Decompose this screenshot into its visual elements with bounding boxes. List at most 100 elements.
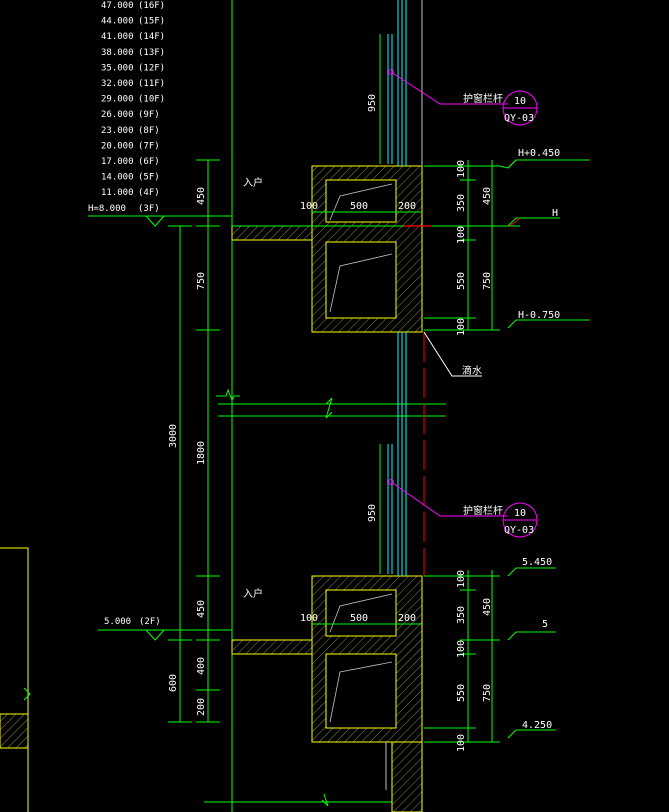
right-dim-450-lower: 450	[482, 598, 493, 616]
right-dim-750-lower: 750	[482, 684, 493, 702]
level-table-floor: (7F)	[138, 141, 160, 151]
right-dim-550-lower: 550	[456, 684, 467, 702]
dim-mid-gap: 1800	[196, 441, 207, 465]
break-zigzag-mid	[325, 397, 333, 419]
level-table-floor: (10F)	[138, 95, 165, 105]
detail-ref-number-upper: 10	[514, 96, 526, 107]
dim-lower-base: 200	[196, 698, 207, 716]
lower-dim-wall: 200	[398, 613, 416, 624]
upper-dim-slab: 100	[300, 201, 318, 212]
level-table-floor: (12F)	[138, 63, 165, 73]
elev-bottom-upper: H-0.750	[518, 310, 560, 321]
right-dim-450-upper: 450	[482, 187, 493, 205]
level-table-elev: 11.000	[101, 188, 134, 198]
dim-lower-below: 400	[196, 657, 207, 675]
right-dim-bottom-upper: 100	[456, 318, 467, 336]
level-table-elev: 47.000	[101, 1, 134, 11]
level-table-elev: 44.000	[101, 17, 134, 27]
elev-marker-mid-upper	[507, 217, 560, 227]
level-table-floor: (16F)	[138, 1, 165, 11]
level-table-elev: 26.000	[101, 110, 134, 120]
elev-mid-upper: H	[552, 208, 558, 219]
level-table-floor: (4F)	[138, 188, 160, 198]
level-3f-marker	[145, 215, 165, 227]
dim-upper-above: 450	[196, 187, 207, 205]
level-table-elev: 17.000	[101, 157, 134, 167]
railing-label-lower: 护窗栏杆	[463, 504, 503, 517]
level-table-floor: (14F)	[138, 32, 165, 42]
window-glass-mid	[387, 332, 407, 576]
level-table-floor: (5F)	[138, 173, 160, 183]
level-table-floor: (6F)	[138, 157, 160, 167]
railing-pointer-dot-upper	[388, 69, 394, 75]
elev-top-upper: H+0.450	[518, 148, 560, 159]
level-table-floor: (9F)	[138, 110, 160, 120]
elev-marker-bottom-lower	[507, 729, 556, 739]
right-dim-550-upper: 550	[456, 272, 467, 290]
level-table-floor: (8F)	[138, 126, 160, 136]
level-table-floor: (15F)	[138, 17, 165, 27]
right-dim-top-upper: 100	[456, 160, 467, 178]
elev-mid-red-tick	[509, 217, 521, 227]
upper-slab-assembly	[231, 165, 520, 333]
right-dim-bottom-lower: 100	[456, 734, 467, 752]
lower-dim-width: 500	[350, 613, 368, 624]
right-dim-slab-lower: 100	[456, 640, 467, 658]
railing-height-lower: 950	[367, 504, 378, 522]
entrance-label-lower: 入户	[243, 587, 263, 600]
level-table-elev: 38.000	[101, 48, 134, 58]
dim-storey: 3000	[168, 424, 179, 448]
dim-upper-below: 750	[196, 272, 207, 290]
elev-marker-bottom-upper	[507, 319, 590, 329]
level-table-elev: 20.000	[101, 141, 134, 151]
break-line-left	[216, 388, 240, 402]
break-zigzag-bottom	[321, 793, 329, 807]
drip-label: 滴水	[462, 364, 482, 377]
level-table-elev: H=8.000	[88, 204, 126, 214]
level-table-floor: (3F)	[138, 204, 160, 214]
window-glass-upper	[387, 0, 407, 166]
level-table-elev: 29.000	[101, 95, 134, 105]
level-2f-marker	[145, 629, 165, 641]
dim-lower-above: 450	[196, 600, 207, 618]
railing-pointer-dot-lower	[388, 479, 394, 485]
right-dim-350-upper: 350	[456, 194, 467, 212]
right-dim-top-lower: 100	[456, 570, 467, 588]
level-table-floor: (13F)	[138, 48, 165, 58]
level-table-elev: 41.000	[101, 32, 134, 42]
railing-leader-lower	[390, 481, 508, 517]
detail-ref-sheet-upper: QY-03	[504, 113, 534, 124]
detail-ref-number-lower: 10	[514, 508, 526, 519]
detail-ref-sheet-lower: QY-03	[504, 525, 534, 536]
upper-dim-wall: 200	[398, 201, 416, 212]
level-table: 47.000 (16F) 44.000 (15F) 41.000 (14F) 38.000 (…	[88, 1, 165, 214]
level-2f-elev: 5.000	[104, 617, 131, 627]
level-table-elev: 14.000	[101, 173, 134, 183]
level-table-elev: 23.000	[101, 126, 134, 136]
lower-dim-slab: 100	[300, 613, 318, 624]
upper-dim-width: 500	[350, 201, 368, 212]
right-dim-slab-upper: 100	[456, 226, 467, 244]
entrance-label-upper: 入户	[243, 176, 263, 189]
elev-top-lower: 5.450	[522, 557, 552, 568]
right-dim-750-upper: 750	[482, 272, 493, 290]
railing-label-upper: 护窗栏杆	[463, 92, 503, 105]
elev-marker-top-lower	[507, 567, 556, 577]
elev-bottom-lower: 4.250	[522, 720, 552, 731]
right-dim-350-lower: 350	[456, 606, 467, 624]
right-ticks-upper	[424, 165, 500, 331]
level-2f-floor: (2F)	[139, 617, 161, 627]
dim-lower-total: 600	[168, 674, 179, 692]
adjacent-element-bottom-left	[0, 547, 31, 812]
lower-slab-assembly	[231, 575, 423, 812]
railing-height-upper: 950	[367, 94, 378, 112]
right-ticks-lower	[424, 575, 500, 743]
elev-mid-lower: 5	[542, 619, 548, 630]
level-table-floor: (11F)	[138, 79, 165, 89]
drip-leader	[423, 331, 482, 377]
elev-marker-mid-lower	[507, 631, 556, 641]
level-table-elev: 35.000	[101, 63, 134, 73]
railing-leader-upper	[390, 71, 508, 105]
dim-ticks-left	[168, 159, 220, 723]
